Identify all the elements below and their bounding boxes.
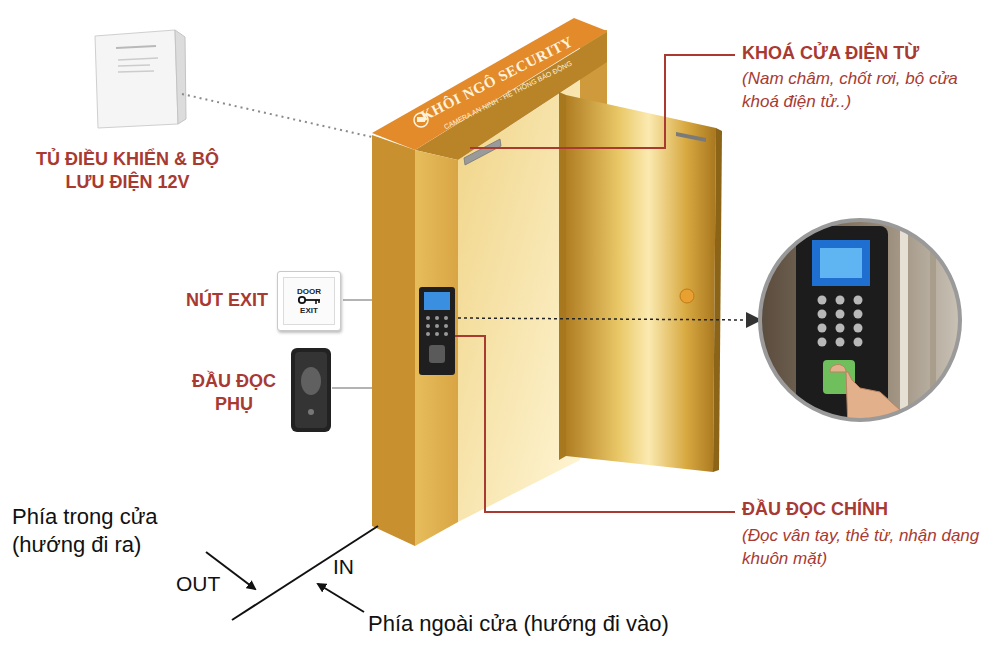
direction-note: Phía ngoài cửa (hướng đi vào) [368,610,669,638]
zoom-circle [760,220,960,420]
zoom-detail [760,220,960,430]
reader-keypad [426,316,448,336]
door-knob [680,289,694,303]
frame-left-post-side [372,135,415,546]
direction-label: IN [333,555,354,579]
caption-label: TỦ ĐIỀU KHIỂN & BỘ LƯU ĐIỆN 12V [30,148,225,194]
reader-fingerprint [429,345,445,363]
magnetic-lock [464,139,501,165]
aux-reader [291,348,331,432]
aux-reader-face [295,352,327,428]
leader-line [455,336,735,512]
callout-note: (Nam châm, chốt rơi, bộ cửa khoá điện tử… [742,67,970,113]
cabinet-plate [118,65,150,66]
wire [343,299,372,301]
zoom-screen [812,240,870,286]
exit-button: DOOR EXIT [277,271,341,331]
button-text: DOOR [278,287,340,296]
control-cabinet [95,30,178,128]
cabinet-plate [118,58,158,60]
callout-title: ĐẦU ĐỌC PHỤ [176,370,292,416]
door-panel [566,95,716,472]
cabinet-side [175,30,186,124]
main-reader [419,287,455,375]
dotted-wire [182,94,372,137]
callout-title: NÚT EXIT [140,289,268,312]
aux-fingerprint [301,367,321,395]
zoom-keypad [818,296,863,347]
glass-frame [900,220,908,420]
callout-title: ĐẦU ĐỌC CHÍNH [742,498,888,521]
door-edge [713,128,722,472]
frame-left-post-front [415,150,458,546]
callout-title: KHOÁ CỬA ĐIỆN TỪ [742,42,919,65]
zoom-pointer [458,318,748,320]
zoom-reader [796,226,888,418]
floor-line [232,526,378,620]
cabinet-plate [118,71,154,72]
zoom-screen [820,248,862,278]
direction-note: Phía trong cửa (hướng đi ra) [12,503,217,559]
reader-screen [424,292,450,310]
direction-arrow [318,584,364,612]
aux-led [308,409,314,415]
door-closer [676,132,706,142]
callout-note: (Đọc vân tay, thẻ từ, nhận dạng khuôn mặ… [742,524,992,570]
button-text: EXIT [278,306,340,315]
wire [332,387,372,389]
cabinet-plate [116,46,156,48]
direction-label: OUT [176,572,220,596]
